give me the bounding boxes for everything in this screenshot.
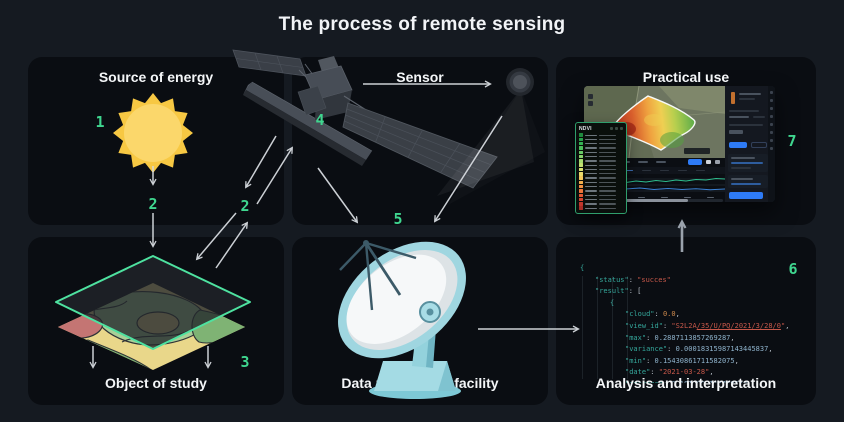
page-title: The process of remote sensing — [278, 14, 566, 35]
step-number-5: 5 — [393, 210, 403, 228]
tool-icon-strip — [768, 86, 775, 202]
panel-sensor: Sensor — [292, 57, 548, 225]
map-toolbar — [684, 148, 710, 154]
panel-title: Sensor — [396, 69, 444, 85]
panel-data-processing: Data processing facility — [292, 237, 548, 405]
sidebar-card — [728, 175, 768, 188]
map-zoom-in-button — [588, 94, 593, 99]
crop-monitoring-screenshot: NDVI — [575, 86, 775, 214]
chart-icon — [715, 160, 720, 164]
chart-scrollbar-thumb — [588, 199, 688, 202]
step-number-6: 6 — [788, 260, 798, 278]
chart-icon — [706, 160, 711, 164]
step-number-2: 2 — [148, 195, 158, 213]
field-thumbnail — [731, 92, 735, 104]
legend-header-icons — [610, 127, 623, 130]
panel-practical-use: Practical use — [556, 57, 816, 225]
panel-object-of-study: Object of study — [28, 237, 284, 405]
panel-analysis: {"status": "succes""result": [{"cloud": … — [556, 237, 816, 405]
sidebar-card — [728, 154, 768, 172]
panel-title: Practical use — [642, 69, 730, 85]
step-number-4: 4 — [315, 111, 325, 129]
legend-title: NDVI — [579, 125, 592, 132]
sidebar-cta-button — [729, 192, 763, 199]
panel-title: Data processing facility — [341, 375, 499, 391]
sidebar-primary-button — [729, 142, 747, 148]
panel-title: Object of study — [105, 375, 207, 391]
dashboard-sidebar — [725, 86, 775, 202]
panel-title: Source of energy — [98, 69, 214, 85]
chart-range-button — [688, 159, 702, 165]
step-number-2b: 2 — [240, 197, 250, 215]
sidebar-secondary-button — [751, 142, 767, 148]
legend-rows — [579, 133, 623, 210]
map-zoom-out-button — [588, 101, 593, 106]
step-number-3: 3 — [240, 353, 250, 371]
ndvi-legend: NDVI — [575, 122, 627, 214]
json-code: {"status": "succes""result": [{"cloud": … — [580, 263, 812, 383]
step-number-7: 7 — [787, 132, 797, 150]
step-number-1: 1 — [95, 113, 105, 131]
panel-title: Analysis and interpretation — [595, 375, 777, 391]
